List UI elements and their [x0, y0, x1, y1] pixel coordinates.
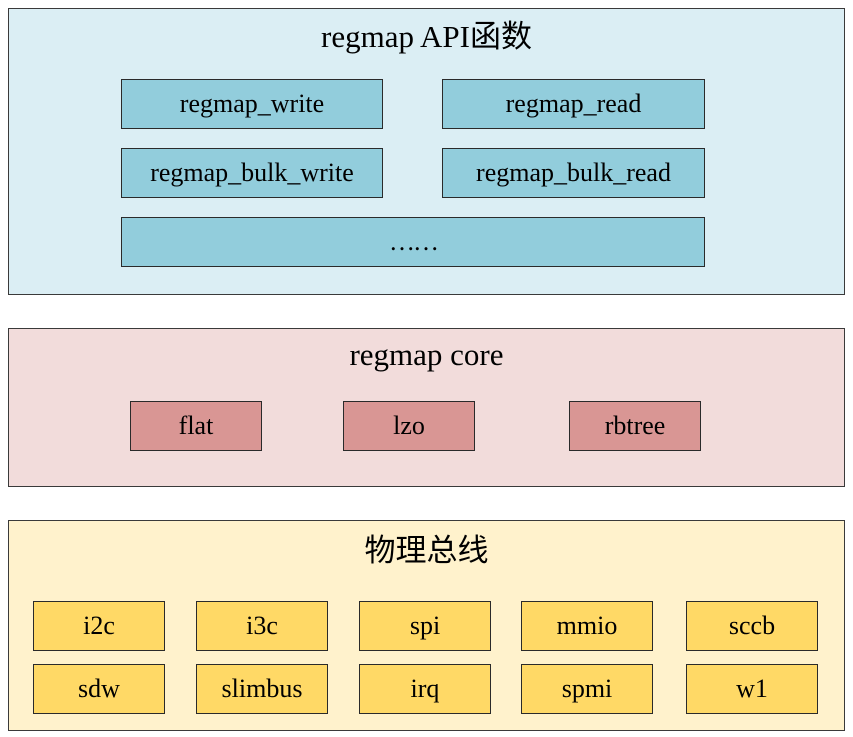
- bus-box-irq: irq: [359, 664, 491, 714]
- core-box-rbtree: rbtree: [569, 401, 701, 451]
- api-layer-title: regmap API函数: [321, 19, 532, 54]
- bus-box-w1: w1: [686, 664, 818, 714]
- api-box-regmap-read: regmap_read: [442, 79, 705, 129]
- api-box-more: ……: [121, 217, 705, 267]
- core-layer-title: regmap core: [349, 337, 504, 372]
- bus-box-spi: spi: [359, 601, 491, 651]
- regmap-api-layer: regmap API函数 regmap_write regmap_read re…: [8, 8, 845, 295]
- bus-box-i2c: i2c: [33, 601, 165, 651]
- api-box-regmap-write: regmap_write: [121, 79, 383, 129]
- bus-box-sdw: sdw: [33, 664, 165, 714]
- core-box-flat: flat: [130, 401, 262, 451]
- bus-box-i3c: i3c: [196, 601, 328, 651]
- api-box-regmap-bulk-write: regmap_bulk_write: [121, 148, 383, 198]
- bus-box-sccb: sccb: [686, 601, 818, 651]
- api-box-regmap-bulk-read: regmap_bulk_read: [442, 148, 705, 198]
- core-box-lzo: lzo: [343, 401, 475, 451]
- bus-box-slimbus: slimbus: [196, 664, 328, 714]
- bus-layer-title: 物理总线: [364, 533, 489, 568]
- bus-box-spmi: spmi: [521, 664, 653, 714]
- regmap-core-layer: regmap core flat lzo rbtree: [8, 328, 845, 487]
- physical-bus-layer: 物理总线 i2c i3c spi mmio sccb sdw slimbus i…: [8, 520, 845, 731]
- bus-box-mmio: mmio: [521, 601, 653, 651]
